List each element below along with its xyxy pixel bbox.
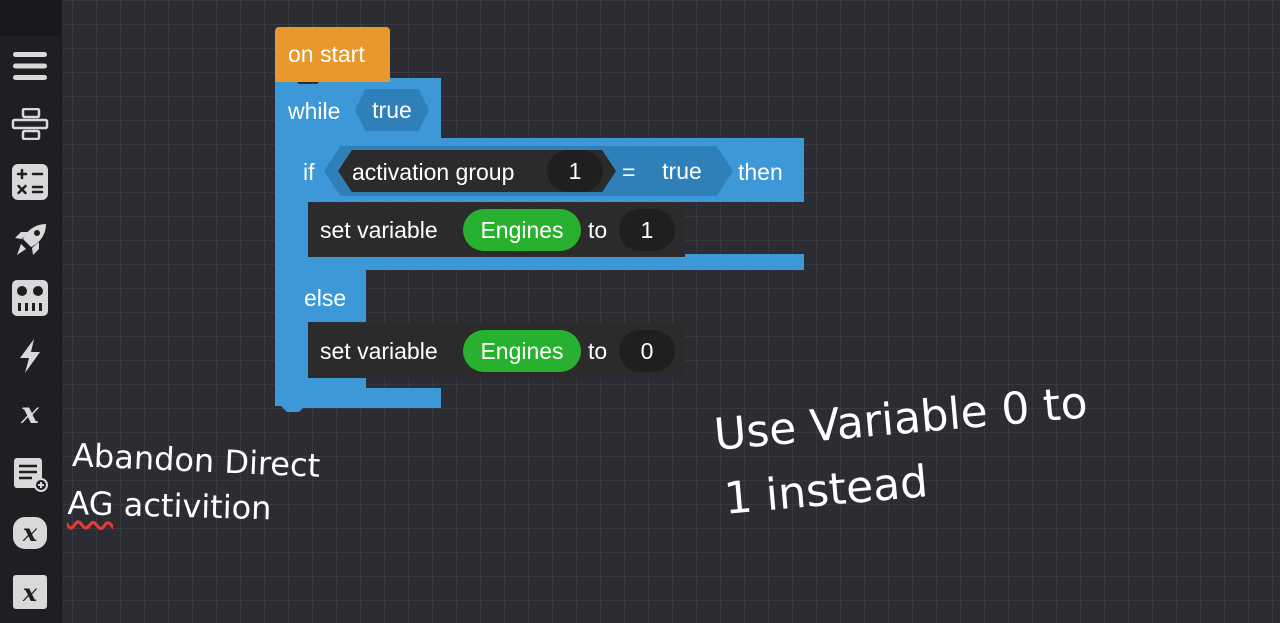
events-icon[interactable] [10,336,50,376]
set-variable-label: set variable [320,217,438,243]
activation-group-number[interactable]: 1 [547,150,603,192]
variable-icon[interactable]: x [10,394,50,434]
value-input-else[interactable]: 0 [619,330,675,372]
list-icon[interactable] [10,454,50,494]
svg-text:x: x [20,398,40,430]
value-text: 1 [640,216,654,243]
annotation-text: 1 instead [722,456,930,525]
math-icon[interactable] [10,162,50,202]
set-variable-label: set variable [320,338,438,364]
controls-icon[interactable] [10,278,50,318]
annotation-ag-text: AG [67,484,115,524]
on-start-label: on start [288,41,365,67]
set-variable-block-else[interactable]: set variable Engines to 0 [308,324,685,378]
group-number-value: 1 [568,157,582,184]
sidebar-top-band [0,0,61,36]
variable-engines-pill[interactable]: Engines [463,209,581,251]
annotation-text: activition [113,485,272,528]
rocket-icon[interactable] [10,220,50,260]
annotation-abandon-line2: AG activition [67,484,272,527]
activation-group-label: activation group [352,159,515,185]
while-condition-label: true [372,96,412,123]
while-label: while [288,98,341,124]
else-label: else [304,285,347,311]
custom-variable-icon[interactable]: x [10,513,50,553]
svg-text:x: x [22,578,38,607]
compare-value-true[interactable]: true [646,150,718,192]
set-variable-block-then[interactable]: set variable Engines to 1 [308,203,685,257]
structure-icon[interactable] [10,104,50,144]
variable-name: Engines [480,216,564,243]
svg-text:x: x [22,518,38,547]
value-input-then[interactable]: 1 [619,209,675,251]
to-label: to [588,338,608,364]
toolbox-sidebar: x x x [0,0,62,623]
if-label: if [303,159,315,185]
to-label: to [588,217,608,243]
compare-value-label: true [662,157,702,184]
variable-engines-pill[interactable]: Engines [463,330,581,372]
while-condition-true[interactable]: true [355,89,429,131]
variable-name: Engines [480,337,564,364]
value-text: 0 [640,337,654,364]
annotation-abandon-line1: Abandon Direct [71,436,321,485]
custom-expression-icon[interactable]: x [10,572,50,612]
equals-operator: = [622,159,636,185]
annotation-text: Abandon Direct [71,436,322,485]
menu-icon[interactable] [10,46,50,86]
annotation-use-variable-line2: 1 instead [722,456,930,525]
then-label: then [738,159,783,185]
on-start-block[interactable]: on start [275,27,390,82]
